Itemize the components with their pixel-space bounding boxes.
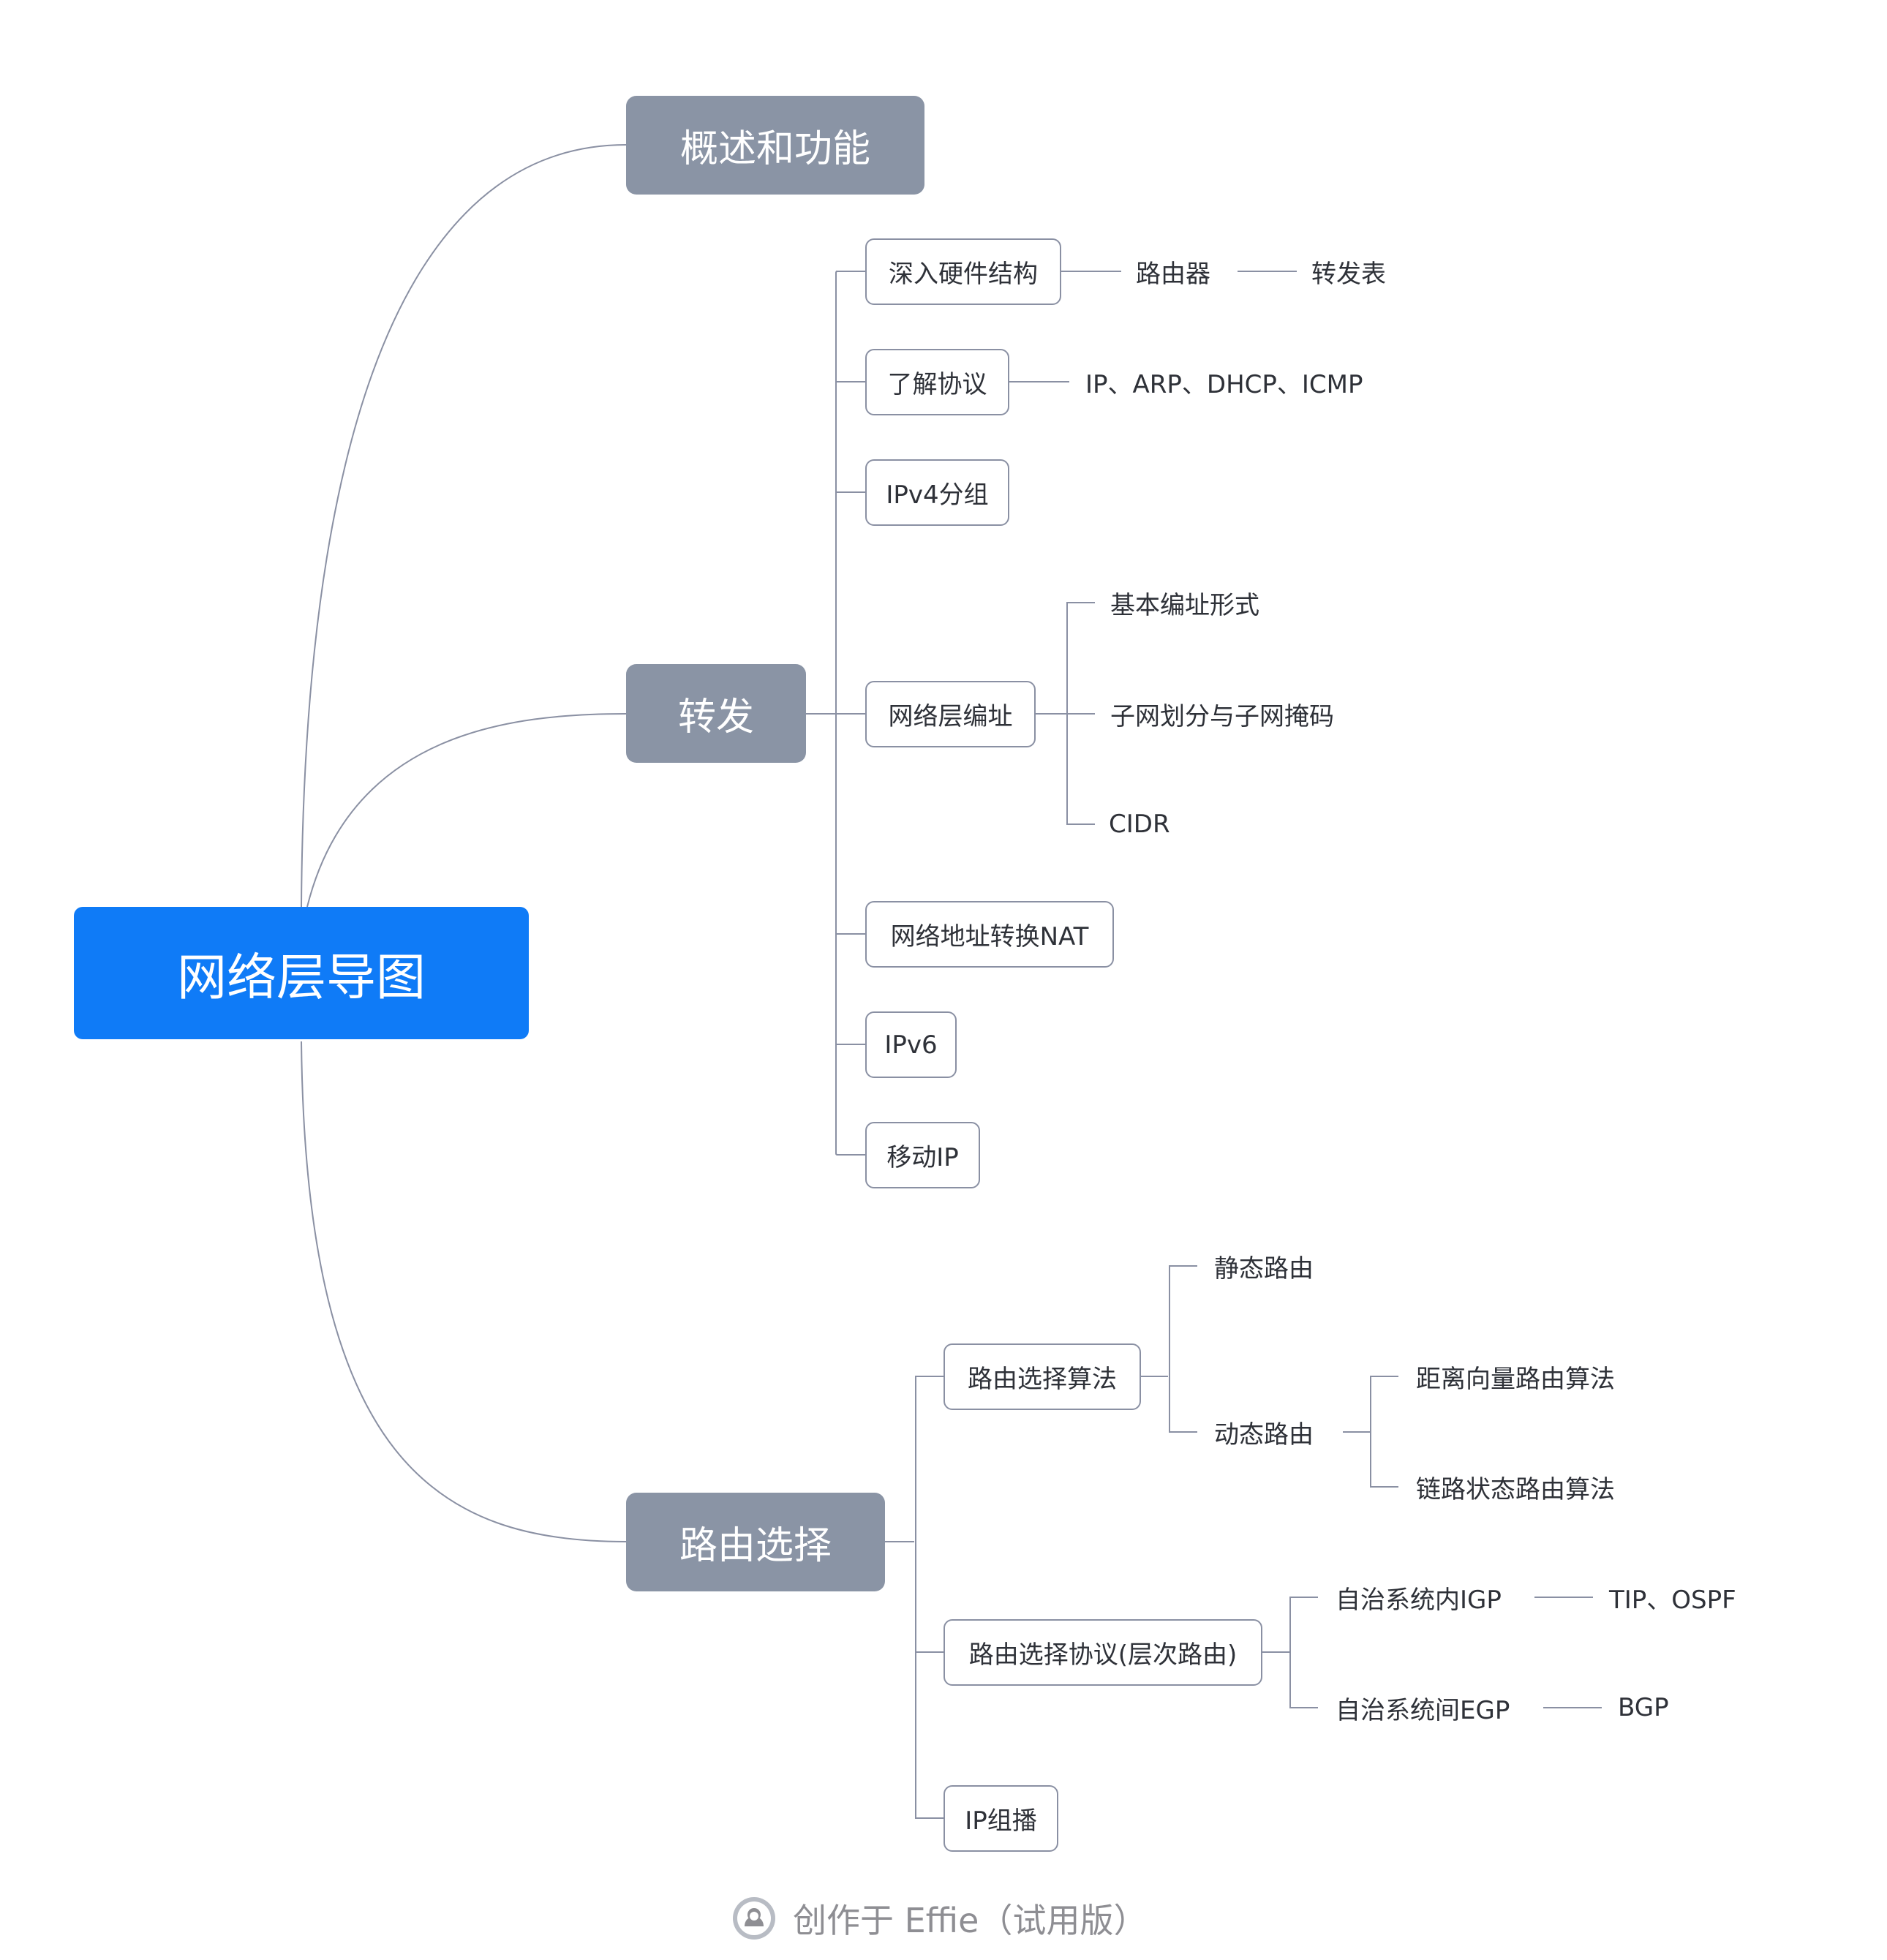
node-addressing-label: 网络层编址	[888, 702, 1013, 731]
node-subnetting[interactable]: 子网划分与子网掩码	[1110, 697, 1359, 731]
node-hardware-label: 深入硬件结构	[889, 260, 1038, 289]
node-egp-examples-label: BGP	[1618, 1693, 1669, 1722]
node-ip-multicast-label: IP组播	[965, 1806, 1037, 1836]
node-link-state-label: 链路状态路由算法	[1416, 1474, 1615, 1504]
node-igp-examples-label: TIP、OSPF	[1609, 1585, 1736, 1615]
node-egp-label: 自治系统间EGP	[1336, 1695, 1510, 1725]
node-router-label: 路由器	[1136, 259, 1210, 289]
node-ipv4-label: IPv4分组	[886, 480, 989, 510]
connector-rprotocols-trunk	[1289, 1597, 1318, 1708]
node-link-state[interactable]: 链路状态路由算法	[1416, 1470, 1635, 1504]
branch-routing[interactable]: 路由选择	[626, 1493, 885, 1591]
node-routing-algorithms[interactable]: 路由选择算法	[943, 1343, 1141, 1410]
node-mobile-ip[interactable]: 移动IP	[865, 1122, 980, 1188]
connector-routing-trunk	[915, 1376, 943, 1819]
connector-root-overview	[301, 144, 627, 908]
node-subnetting-label: 子网划分与子网掩码	[1110, 701, 1334, 731]
node-mobile-ip-label: 移动IP	[886, 1143, 959, 1172]
node-static-routing-label: 静态路由	[1214, 1254, 1314, 1284]
node-dynamic-routing-label: 动态路由	[1214, 1420, 1314, 1450]
root-label: 网络层导图	[176, 949, 426, 1007]
node-basic-addressing[interactable]: 基本编址形式	[1110, 586, 1293, 620]
node-hardware[interactable]: 深入硬件结构	[865, 238, 1061, 305]
footer-watermark: 创作于 Effie（试用版）	[731, 1893, 1147, 1944]
footer-text: 创作于 Effie（试用版）	[793, 1901, 1148, 1940]
branch-overview[interactable]: 概述和功能	[626, 96, 924, 195]
node-static-routing[interactable]: 静态路由	[1214, 1249, 1324, 1284]
node-igp[interactable]: 自治系统内IGP	[1336, 1580, 1526, 1615]
connector-root-routing	[301, 1041, 627, 1542]
branch-forwarding[interactable]: 转发	[626, 664, 806, 763]
node-cidr[interactable]: CIDR	[1109, 807, 1197, 841]
node-ipv4[interactable]: IPv4分组	[865, 459, 1009, 526]
branch-routing-label: 路由选择	[679, 1524, 832, 1568]
node-dynamic-routing[interactable]: 动态路由	[1214, 1415, 1324, 1450]
node-nat-label: 网络地址转换NAT	[890, 922, 1089, 951]
node-routing-protocols-label: 路由选择协议(层次路由)	[968, 1640, 1238, 1670]
node-addressing[interactable]: 网络层编址	[865, 681, 1036, 747]
branch-forwarding-label: 转发	[677, 696, 754, 739]
node-distance-vector-label: 距离向量路由算法	[1416, 1364, 1615, 1394]
effie-logo-icon	[733, 1897, 775, 1940]
node-router[interactable]: 路由器	[1136, 255, 1231, 289]
connector-dynamic-trunk	[1370, 1376, 1398, 1488]
node-forwarding-table-label: 转发表	[1311, 259, 1386, 289]
node-igp-examples[interactable]: TIP、OSPF	[1609, 1580, 1755, 1615]
node-distance-vector[interactable]: 距离向量路由算法	[1416, 1360, 1635, 1394]
node-protocols-label: 了解协议	[887, 370, 987, 399]
connector-root-forwarding	[306, 713, 627, 908]
node-routing-algorithms-label: 路由选择算法	[968, 1365, 1117, 1394]
node-protocol-list-label: IP、ARP、DHCP、ICMP	[1085, 369, 1363, 399]
branch-overview-label: 概述和功能	[679, 127, 870, 171]
node-igp-label: 自治系统内IGP	[1336, 1585, 1502, 1615]
node-basic-addressing-label: 基本编址形式	[1110, 590, 1259, 620]
node-ipv6-label: IPv6	[884, 1030, 938, 1060]
connector-algorithms-trunk	[1169, 1265, 1197, 1433]
node-ip-multicast[interactable]: IP组播	[943, 1785, 1058, 1852]
node-egp[interactable]: 自治系统间EGP	[1336, 1691, 1533, 1725]
node-cidr-label: CIDR	[1109, 810, 1170, 839]
node-protocols[interactable]: 了解协议	[865, 349, 1009, 415]
root-node[interactable]: 网络层导图	[74, 907, 529, 1039]
node-ipv6[interactable]: IPv6	[865, 1011, 957, 1078]
node-protocol-list[interactable]: IP、ARP、DHCP、ICMP	[1085, 365, 1393, 399]
node-nat[interactable]: 网络地址转换NAT	[865, 901, 1114, 968]
node-routing-protocols[interactable]: 路由选择协议(层次路由)	[943, 1619, 1262, 1686]
node-egp-examples[interactable]: BGP	[1618, 1691, 1691, 1725]
node-forwarding-table[interactable]: 转发表	[1311, 255, 1406, 289]
